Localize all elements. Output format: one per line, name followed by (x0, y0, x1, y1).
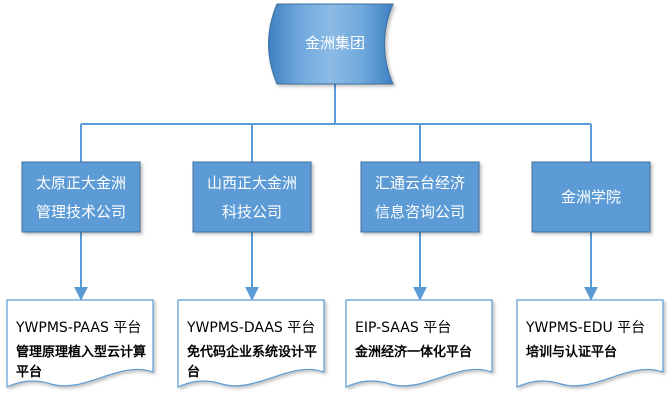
company-1-line-2: 管理技术公司 (35, 203, 126, 221)
connector-lines (74, 84, 598, 301)
company-box-2 (192, 161, 312, 233)
platform-doc-shape-1 (6, 299, 154, 388)
platform-1-desc: 管理原理植入型云计算平台 (16, 345, 147, 380)
company-2-line-2: 科技公司 (221, 203, 282, 221)
root-node-shape (268, 3, 394, 85)
company-4-line-1: 金洲学院 (560, 188, 621, 206)
company-box-3 (360, 161, 480, 233)
platform-3-title: EIP-SAAS 平台 (355, 320, 452, 336)
platform-2-desc: 免代码企业系统设计平台 (187, 345, 318, 380)
platform-docs (6, 299, 664, 388)
platform-4-desc: 培训与认证平台 (526, 345, 618, 360)
company-box-4 (531, 161, 651, 233)
company-1-line-1: 太原正大金洲 (35, 174, 126, 192)
platform-1-title: YWPMS-PAAS 平台 (16, 320, 142, 336)
platform-2-title: YWPMS-DAAS 平台 (187, 320, 316, 336)
company-2-line-1: 山西正大金洲 (206, 174, 297, 192)
root-node-label: 金洲集团 (304, 34, 365, 52)
company-3-line-2: 信息咨询公司 (374, 203, 465, 221)
platform-3-desc: 金洲经济一体化平台 (355, 345, 473, 360)
company-boxes (21, 161, 651, 233)
platform-doc-shape-4 (516, 299, 664, 388)
company-box-1 (21, 161, 141, 233)
platform-doc-shape-3 (345, 299, 493, 388)
platform-4-title: YWPMS-EDU 平台 (526, 320, 646, 336)
company-3-line-1: 汇通云台经济 (374, 174, 465, 192)
platform-doc-shape-2 (177, 299, 325, 388)
